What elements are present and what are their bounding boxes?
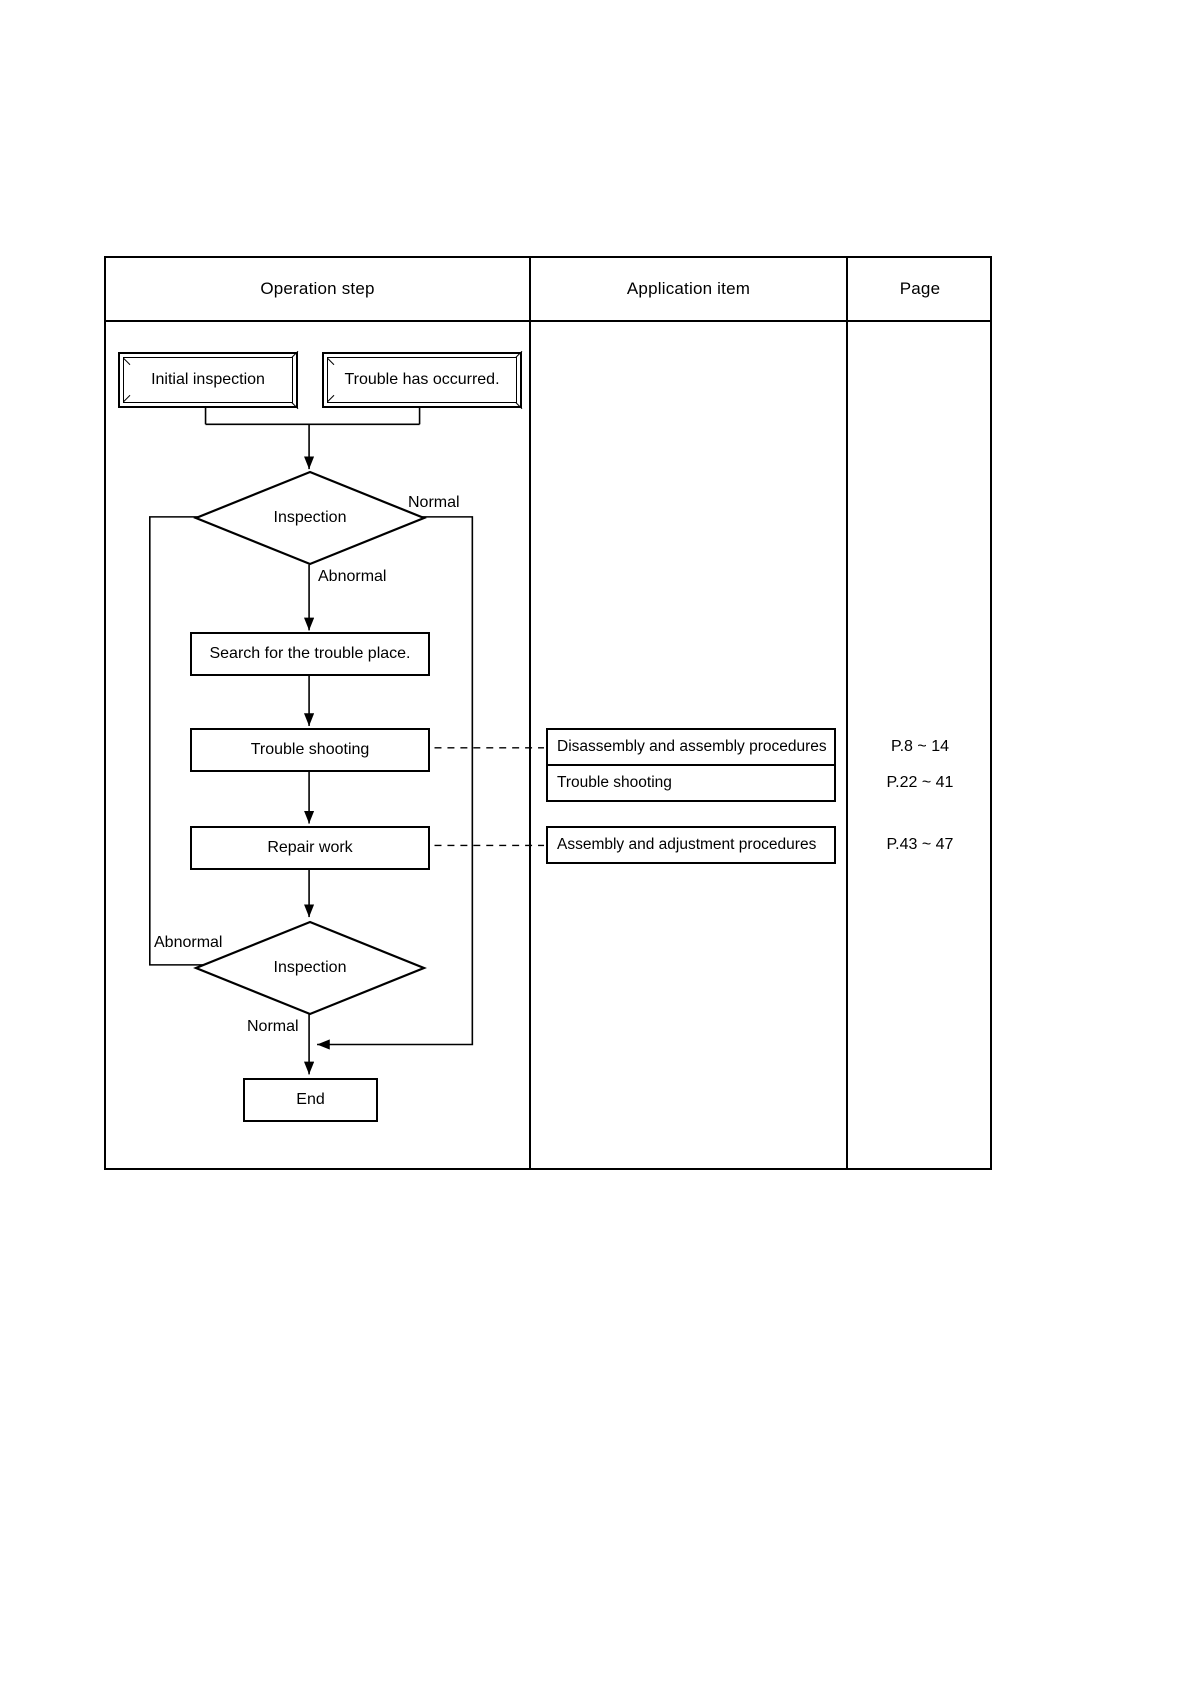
flow-decision-inspection-1[interactable]: Inspection [193, 470, 427, 566]
flow-node-label: Search for the trouble place. [209, 645, 411, 662]
edge-label-abnormal-2: Abnormal [154, 934, 223, 951]
flow-node-initial-inspection-inner: Initial inspection [123, 350, 299, 410]
header-divider [106, 320, 990, 322]
application-item-label: Trouble shooting [557, 774, 672, 791]
edge-label-normal-2: Normal [247, 1018, 299, 1035]
page-reference-3: P.43 ~ 47 [886, 836, 954, 853]
column-header-application-item: Application item [626, 279, 751, 298]
page-reference-2: P.22 ~ 41 [886, 774, 954, 791]
procedure-table: Operation step Application item Page [104, 256, 992, 1170]
flow-node-trouble-occurred-inner: Trouble has occurred. [327, 350, 523, 410]
flow-node-end[interactable]: End [243, 1078, 378, 1122]
column-divider-2 [846, 258, 848, 1168]
bevel-corner-icon [515, 350, 523, 358]
flow-node-label: Repair work [267, 839, 353, 856]
column-header-page: Page [899, 279, 941, 298]
bevel-corner-icon [291, 350, 299, 358]
bevel-corner-icon [515, 402, 523, 410]
flow-node-repair-work[interactable]: Repair work [190, 826, 430, 870]
flow-decision-inspection-2[interactable]: Inspection [193, 920, 427, 1016]
column-divider-1 [529, 258, 531, 1168]
flow-node-trouble-shooting[interactable]: Trouble shooting [190, 728, 430, 772]
flow-node-label: Initial inspection [151, 371, 265, 388]
flow-node-search-trouble-place[interactable]: Search for the trouble place. [190, 632, 430, 676]
flow-node-initial-inspection[interactable]: Initial inspection [118, 350, 299, 410]
flow-node-label: Trouble has occurred. [344, 371, 500, 388]
bevel-corner-icon [327, 358, 335, 366]
flow-node-trouble-occurred[interactable]: Trouble has occurred. [322, 350, 523, 410]
application-item-label: Disassembly and assembly procedures [557, 738, 827, 755]
bevel-corner-icon [291, 402, 299, 410]
edge-label-normal-1: Normal [408, 494, 460, 511]
flow-node-label: End [296, 1091, 325, 1108]
application-item-label: Assembly and adjustment procedures [557, 836, 817, 853]
flow-node-label: Trouble shooting [250, 741, 370, 758]
bevel-corner-icon [327, 394, 335, 402]
edge-label-abnormal-1: Abnormal [318, 568, 387, 585]
application-item-box-1[interactable]: Disassembly and assembly procedures [546, 728, 836, 766]
column-header-operation-step: Operation step [260, 279, 375, 298]
bevel-corner-icon [123, 358, 131, 366]
application-item-box-3[interactable]: Assembly and adjustment procedures [546, 826, 836, 864]
application-item-box-2[interactable]: Trouble shooting [546, 764, 836, 802]
bevel-corner-icon [123, 394, 131, 402]
page-reference-1: P.8 ~ 14 [891, 738, 949, 755]
